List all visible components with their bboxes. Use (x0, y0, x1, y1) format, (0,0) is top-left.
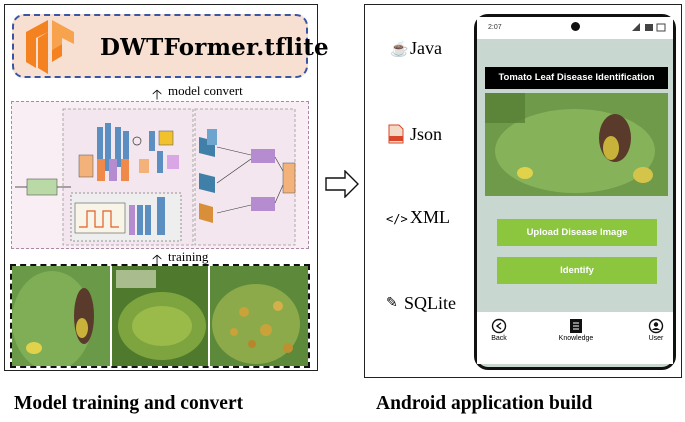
nav-back-label: Back (491, 335, 507, 342)
convert-arrow-icon: 🡡 (152, 87, 163, 103)
model-training-panel (4, 4, 318, 371)
status-time: 2:07 (488, 24, 502, 31)
status-icons (632, 23, 666, 32)
user-icon (648, 318, 664, 334)
android-build-panel (364, 4, 682, 378)
edit-pencil-icon: ✎ (386, 295, 398, 311)
identify-button[interactable]: Identify (497, 257, 657, 284)
nav-user-label: User (648, 335, 664, 342)
tech-xml: XML (410, 207, 450, 227)
java-icon: ☕ (390, 42, 409, 58)
back-icon (491, 318, 507, 334)
architecture-diagram-graphic (15, 108, 296, 246)
tech-json: Json (410, 124, 443, 144)
disease-leaf-image (485, 93, 668, 196)
convert-label: model convert (168, 83, 243, 98)
training-images (12, 266, 308, 366)
json-file-icon (388, 124, 404, 144)
right-caption: Android application build (376, 393, 593, 414)
tech-java: Java (410, 38, 442, 58)
tech-sqlite: SQLite (404, 293, 456, 313)
document-icon (570, 319, 582, 333)
app-title: Tomato Leaf Disease Identification (485, 67, 668, 89)
model-file-name: DWTFormer.tflite (100, 34, 329, 61)
flow-arrow-icon (325, 170, 359, 198)
upload-disease-image-button[interactable]: Upload Disease Image (497, 219, 657, 246)
training-arrow-icon: 🡡 (152, 252, 163, 268)
camera-icon (571, 22, 580, 31)
tensorflow-logo-icon (26, 20, 74, 74)
left-caption: Model training and convert (14, 393, 244, 414)
training-label: training (168, 249, 209, 264)
nav-knowledge-label: Knowledge (558, 335, 594, 342)
training-images-box (10, 264, 310, 368)
code-brackets-icon: </> (386, 212, 408, 226)
